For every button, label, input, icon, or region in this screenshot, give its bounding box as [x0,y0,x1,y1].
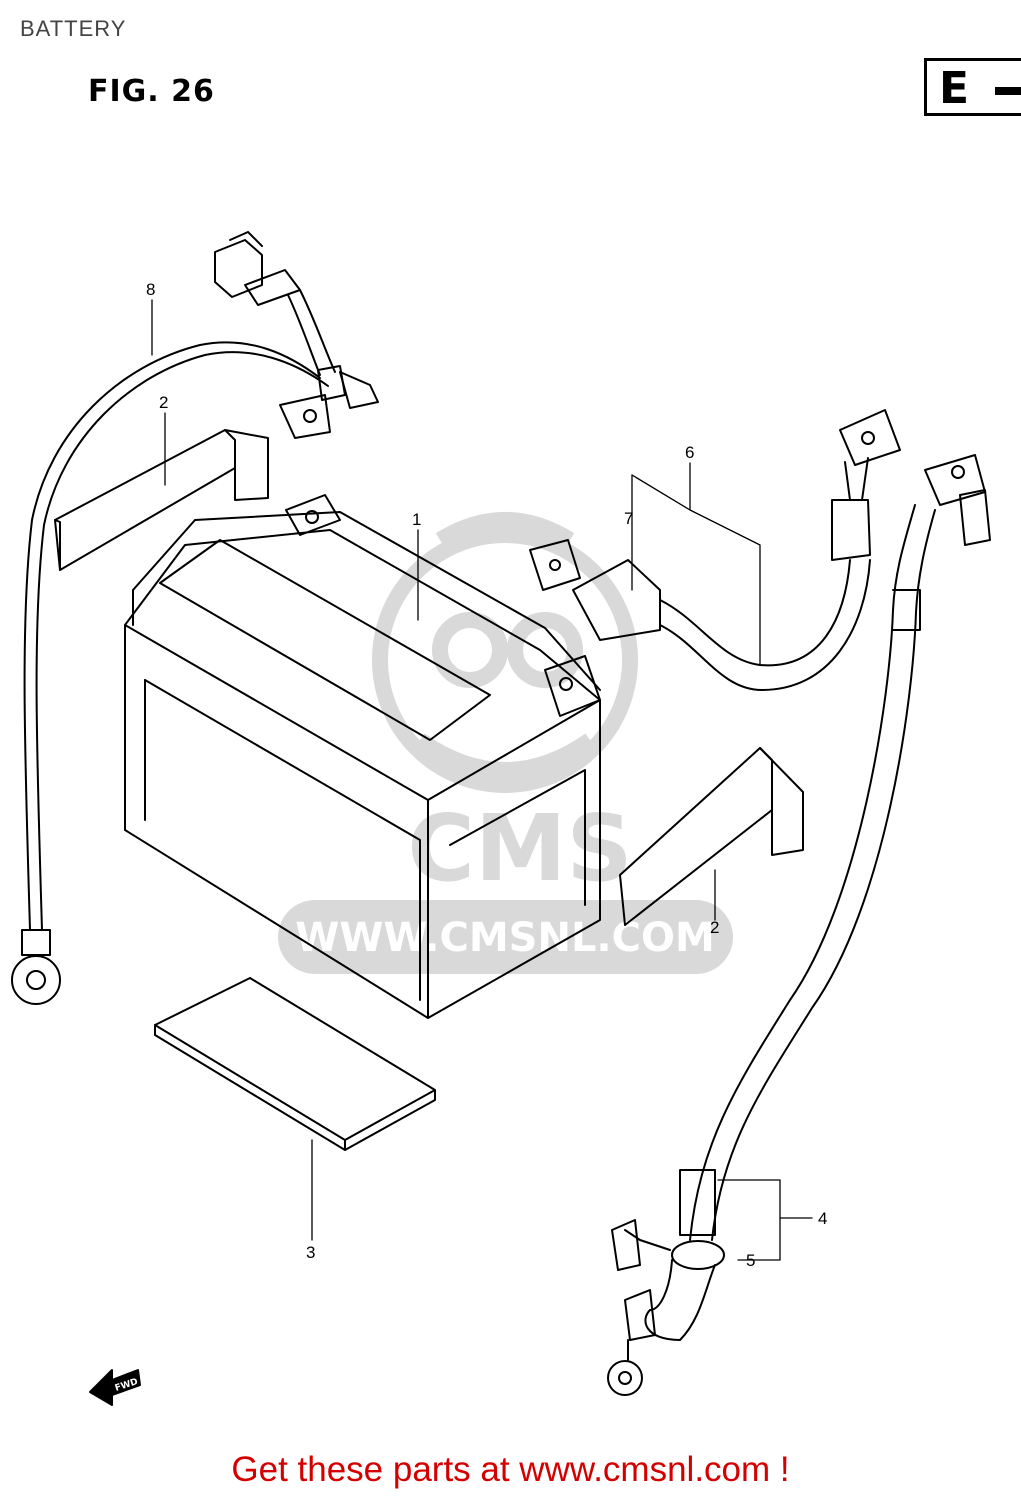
battery-holder-lower-part [619,747,804,926]
watermark: CMS WWW.CMSNL.COM [278,512,733,974]
callout-7: 7 [624,509,633,528]
page-title: BATTERY [20,16,127,41]
parts-link-banner[interactable]: Get these parts at www.cmsnl.com ! [231,1450,790,1489]
negative-lead-part [607,454,991,1396]
forward-direction-arrow: FWD [89,1369,141,1406]
callout-labels: 1 2 2 3 4 5 6 7 8 [146,280,827,1270]
figure-label: FIG. 26 [88,74,215,109]
exploded-parts-diagram: CMS WWW.CMSNL.COM [11,231,991,1406]
section-badge: E [924,58,1021,116]
watermark-url-plate [278,900,733,974]
callout-5: 5 [746,1251,755,1270]
callout-2-upper: 2 [159,393,168,412]
callout-3: 3 [306,1243,315,1262]
section-dash [995,87,1021,95]
positive-lead-part [529,409,901,691]
battery-holder-upper-part [54,429,269,571]
callout-8: 8 [146,280,155,299]
ground-wire-part [11,231,379,1005]
watermark-logo-mascot [372,512,638,793]
callout-1: 1 [412,510,421,529]
leader-lines [151,299,813,1261]
battery-part [124,494,601,1019]
watermark-url-text: WWW.CMSNL.COM [295,915,715,961]
watermark-logo-text: CMS [407,795,632,902]
callout-4: 4 [818,1209,827,1228]
section-code: E [939,63,970,114]
battery-pad-part [154,977,436,1151]
callout-2-lower: 2 [710,918,719,937]
callout-6: 6 [685,443,694,462]
